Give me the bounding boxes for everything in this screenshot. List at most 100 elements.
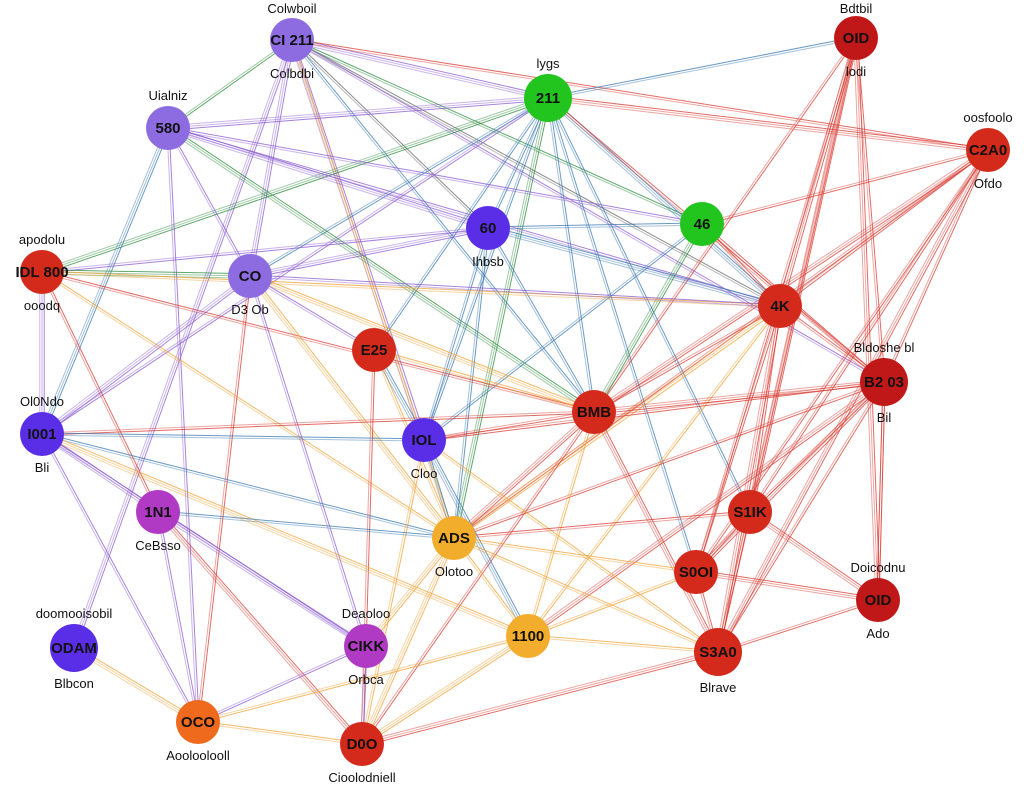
edge-n12-n20 [878,382,886,601]
node-label: 60 [480,220,497,237]
node-circle [694,628,742,676]
edge-n3-n13 [594,38,858,413]
node-bottom-caption: Bil [877,410,892,425]
edge-n20-n12 [876,381,884,600]
edge-n4-n13 [593,149,989,413]
edge-n5-n14 [41,127,169,435]
node-n18[interactable]: S1IK [728,490,772,534]
edge-n2-n9 [249,96,548,276]
edge-n18-n20 [750,509,880,599]
edge-n1-n2 [291,41,548,101]
edge-n16-n22 [156,513,366,649]
edge-n1-n4 [292,38,989,150]
edge-n6-n9 [250,229,489,279]
edge-n1-n2 [292,37,549,97]
edge-n9-n10 [250,274,781,306]
node-n7[interactable]: 46 [680,202,724,246]
edge-n9-n25 [198,276,252,723]
edge-n4-n18 [750,150,990,513]
edge-n9-n14 [41,275,251,435]
edge-n8-n10 [41,272,780,308]
node-n13[interactable]: BMB [572,390,616,434]
edge-n5-n25 [168,127,200,722]
edge-n9-n25 [196,275,250,722]
edge-n14-n25 [40,434,198,723]
edge-n4-n17 [453,148,988,538]
edge-n2-n5 [167,97,549,129]
node-circle [352,328,396,372]
node-n11[interactable]: E25 [352,328,396,372]
edge-n4-n13 [594,151,990,415]
edge-n19-n23 [528,572,697,638]
node-label: CI 211 [270,32,313,49]
node-bottom-caption: Colbdbi [270,66,314,81]
edge-n17-n22 [363,536,453,645]
edge-n16-n22 [158,509,368,645]
edge-n10-n19 [694,305,780,572]
edge-n2-n17 [455,98,551,539]
edge-n2-n4 [547,97,989,151]
node-top-caption: Colwboil [267,1,316,16]
edge-n5-n6 [167,127,489,229]
edge-n2-n10 [546,99,779,309]
edge-n4-n10 [780,150,989,308]
node-label: OCO [181,714,216,731]
edge-n7-n13 [595,224,705,414]
edge-n13-n15 [424,412,595,442]
edge-n3-n13 [592,37,856,412]
edge-n12-n19 [694,380,883,571]
node-n10[interactable]: 4K [758,284,802,328]
node-bottom-caption: ooodq [24,298,60,313]
node-n19[interactable]: S0OI [674,550,718,594]
node-n23[interactable]: 1100 [506,614,550,658]
edge-n2-n8 [41,97,549,273]
edge-n8-n17 [42,270,455,538]
edge-n6-n8 [41,226,488,272]
edge-n8-n13 [42,270,595,412]
edge-n6-n7 [488,224,703,230]
edge-n2-n17 [451,97,547,538]
edge-n17-n26 [361,537,455,745]
edge-n6-n10 [487,229,780,309]
edge-n17-n22 [365,537,455,647]
node-label: 580 [155,120,180,137]
edge-n8-n10 [42,270,781,306]
edge-n2-n14 [42,98,549,436]
edge-n14-n17 [41,434,454,540]
node-bottom-caption: Ado [866,626,889,641]
edge-n12-n19 [697,383,886,574]
edge-n12-n17 [454,382,885,540]
edge-n12-n23 [526,379,884,635]
edge-n1-n10 [292,38,781,306]
edge-n12-n24 [716,381,884,652]
edge-n9-n14 [40,273,249,433]
edge-n5-n9 [168,127,252,276]
node-label: 211 [536,90,560,107]
edge-n6-n10 [487,227,781,307]
node-circle [728,490,772,534]
edge-n2-n5 [167,95,548,127]
edge-n11-n13 [373,350,594,414]
edge-n1-n6 [290,40,488,230]
